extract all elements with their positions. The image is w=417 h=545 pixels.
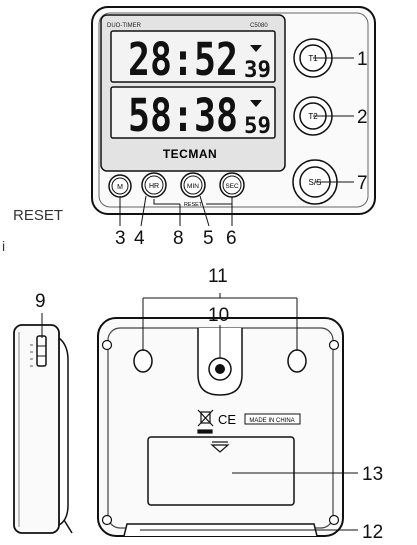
- callout-12: 12: [362, 522, 383, 543]
- callout-10: 10: [208, 305, 229, 326]
- callout-11: 11: [208, 266, 228, 287]
- model-number: C5080: [250, 23, 268, 29]
- callout-9: 9: [35, 291, 46, 312]
- timer-1-small-digits: 39: [244, 58, 271, 83]
- text-fragment-i: i: [2, 238, 6, 254]
- back-callouts: [142, 293, 358, 531]
- battery-cover[interactable]: [147, 436, 295, 506]
- made-in-china-plate: MADE IN CHINA: [249, 418, 294, 424]
- callout-8: 8: [173, 228, 184, 249]
- side-body: [13, 324, 60, 534]
- m-button[interactable]: M: [108, 174, 132, 198]
- battery-arrow-icon: [210, 444, 230, 453]
- magnet-icon: [287, 349, 307, 373]
- corner-screw-icon: [328, 339, 340, 351]
- hr-button-label: HR: [149, 183, 159, 190]
- lcd-timer-1: [110, 30, 276, 83]
- sec-button-label: SEC: [225, 183, 239, 190]
- min-button[interactable]: MIN: [180, 172, 206, 198]
- model-name: DUO-TIMER: [107, 23, 142, 29]
- front-view: DUO-TIMER C5080 28:52 39 58:38 59 TECMAN…: [91, 6, 376, 215]
- reset-label-fragment: RESET: [13, 207, 64, 224]
- front-callouts: [119, 57, 354, 227]
- hanging-hole-center: [215, 364, 225, 374]
- side-view: [13, 324, 73, 534]
- timer-2-small-digits: 59: [244, 114, 271, 139]
- timer-2-main-digits: 58:38: [128, 89, 238, 142]
- callout-3: 3: [115, 228, 126, 249]
- brand-logo: TECMAN: [163, 147, 217, 161]
- timer-2-arrow-icon: [250, 100, 262, 107]
- callout-13: 13: [362, 464, 383, 485]
- timer-1-main-digits: 28:52: [128, 33, 238, 86]
- min-button-label: MIN: [187, 183, 199, 190]
- hr-button[interactable]: HR: [141, 172, 167, 198]
- reset-bracket-label: RESET: [184, 202, 203, 208]
- sec-button[interactable]: SEC: [219, 172, 245, 198]
- timer-1-arrow-icon: [250, 45, 262, 52]
- lcd-timer-2: [110, 86, 276, 139]
- callout-1: 1: [357, 49, 368, 70]
- callout-7: 7: [357, 173, 368, 194]
- timer-body-inner-edge: [98, 12, 369, 208]
- callout-6: 6: [226, 228, 237, 249]
- corner-screw-icon: [101, 514, 113, 526]
- side-switch-icon[interactable]: [36, 335, 47, 367]
- magnet-icon: [133, 349, 153, 373]
- m-button-label: M: [117, 184, 123, 191]
- side-stand-icon: [63, 519, 73, 534]
- ce-mark: CE: [218, 412, 236, 427]
- corner-screw-icon: [328, 514, 340, 526]
- callout-5: 5: [203, 228, 214, 249]
- weee-bin-icon: [197, 409, 214, 434]
- callout-2: 2: [357, 107, 368, 128]
- corner-screw-icon: [101, 339, 113, 351]
- callout-4: 4: [134, 228, 145, 249]
